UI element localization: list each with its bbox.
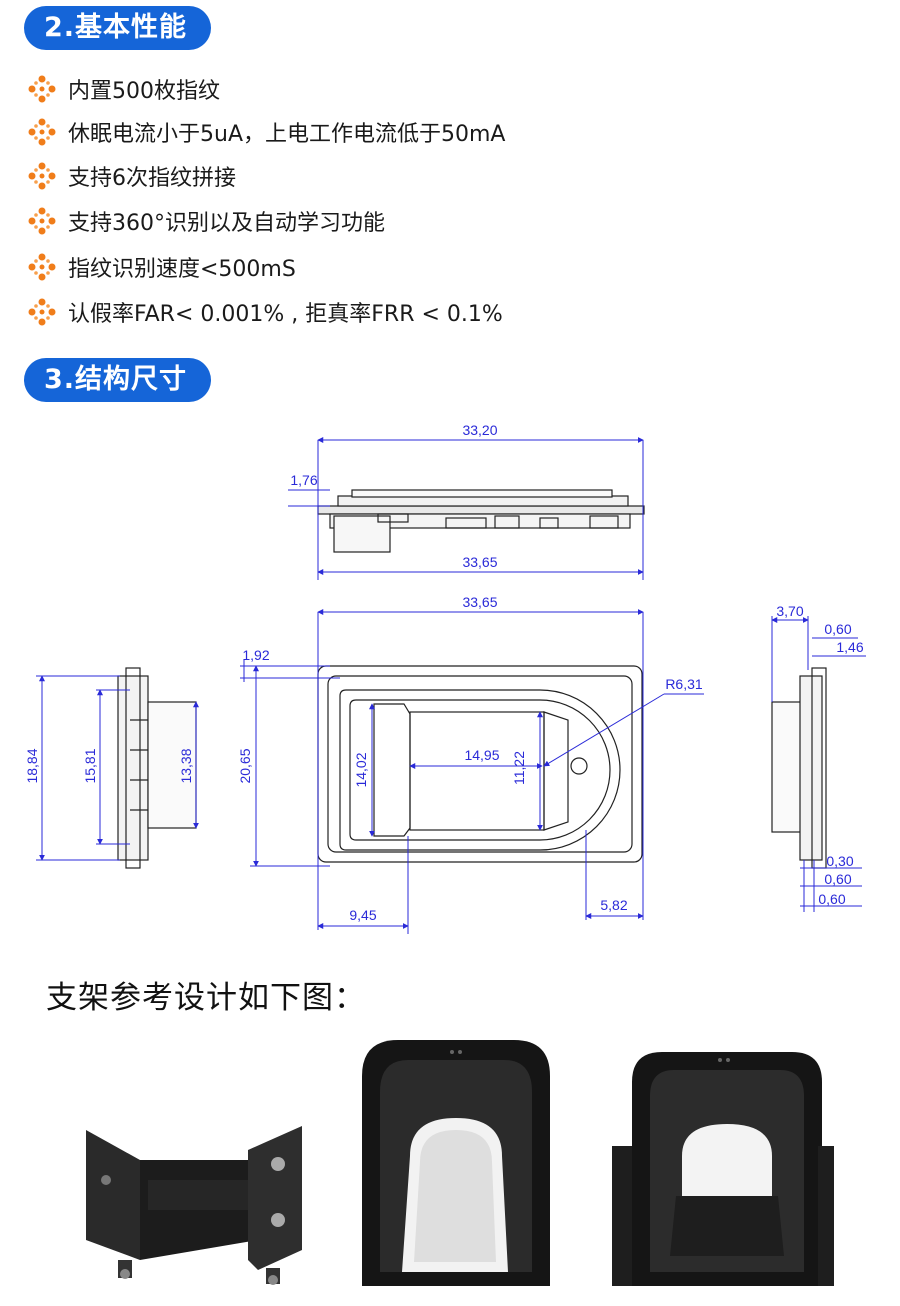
list-item: 内置500枚指纹 <box>28 74 220 104</box>
feature-text: 认假率FAR< 0.001% , 拒真率FRR < 0.1% <box>68 302 503 327</box>
dimension-label: 0,60 <box>824 871 851 887</box>
sparkle-bullet-icon <box>28 207 56 235</box>
dimension-label: 33,20 <box>462 422 497 438</box>
dimension-label: 33,65 <box>462 594 497 610</box>
section-title-structure: 3.结构尺寸 <box>24 358 212 402</box>
sparkle-bullet-icon <box>28 118 56 146</box>
dimension-label: 0,60 <box>818 891 845 907</box>
section-title-basic: 2.基本性能 <box>24 6 212 50</box>
dimension-drawing: 33,20 1,76 33,65 33,65 1,92 20,65 14,02 … <box>24 422 866 934</box>
dimension-label: 33,65 <box>462 554 497 570</box>
list-item: 认假率FAR< 0.001% , 拒真率FRR < 0.1% <box>28 297 503 327</box>
dimension-label: 18,84 <box>24 748 40 783</box>
list-item: 休眠电流小于5uA，上电工作电流低于50mA <box>28 117 505 147</box>
dimension-label: 1,76 <box>290 472 317 488</box>
feature-text: 内置500枚指纹 <box>68 79 220 104</box>
dimension-label: 1,46 <box>836 639 863 655</box>
dimension-label: 11,22 <box>511 751 527 785</box>
dimension-label: 5,82 <box>600 897 627 913</box>
list-item: 支持360°识别以及自动学习功能 <box>28 206 385 236</box>
sparkle-bullet-icon <box>28 298 56 326</box>
dimension-label: 20,65 <box>237 748 253 783</box>
bracket-photo-flat <box>86 1126 302 1285</box>
dimension-label: 1,92 <box>242 647 269 663</box>
feature-text: 休眠电流小于5uA，上电工作电流低于50mA <box>68 122 506 147</box>
feature-text: 支持6次指纹拼接 <box>68 166 236 191</box>
left-side-view <box>117 667 197 869</box>
bracket-caption: 支架参考设计如下图： <box>46 980 366 1016</box>
right-side-view <box>771 667 827 869</box>
bracket-photo-mount <box>612 1052 834 1286</box>
dimension-label: 14,02 <box>353 752 369 787</box>
dimension-label: 0,60 <box>824 621 851 637</box>
dimension-label: R6,31 <box>665 676 703 692</box>
top-view <box>317 489 645 553</box>
feature-text: 支持360°识别以及自动学习功能 <box>68 211 385 236</box>
bracket-photo-housing <box>362 1040 550 1286</box>
dimension-label: 14,95 <box>464 747 499 763</box>
sparkle-bullet-icon <box>28 75 56 103</box>
list-item: 指纹识别速度<500mS <box>28 252 296 282</box>
sparkle-bullet-icon <box>28 162 56 190</box>
dimension-label: 3,70 <box>776 603 803 619</box>
feature-text: 指纹识别速度<500mS <box>68 257 296 282</box>
list-item: 支持6次指纹拼接 <box>28 161 236 191</box>
dimension-label: 9,45 <box>349 907 376 923</box>
sparkle-bullet-icon <box>28 253 56 281</box>
dimension-label: 13,38 <box>178 748 194 783</box>
dimension-label: 15,81 <box>82 748 98 783</box>
dimension-label: 0,30 <box>826 853 853 869</box>
